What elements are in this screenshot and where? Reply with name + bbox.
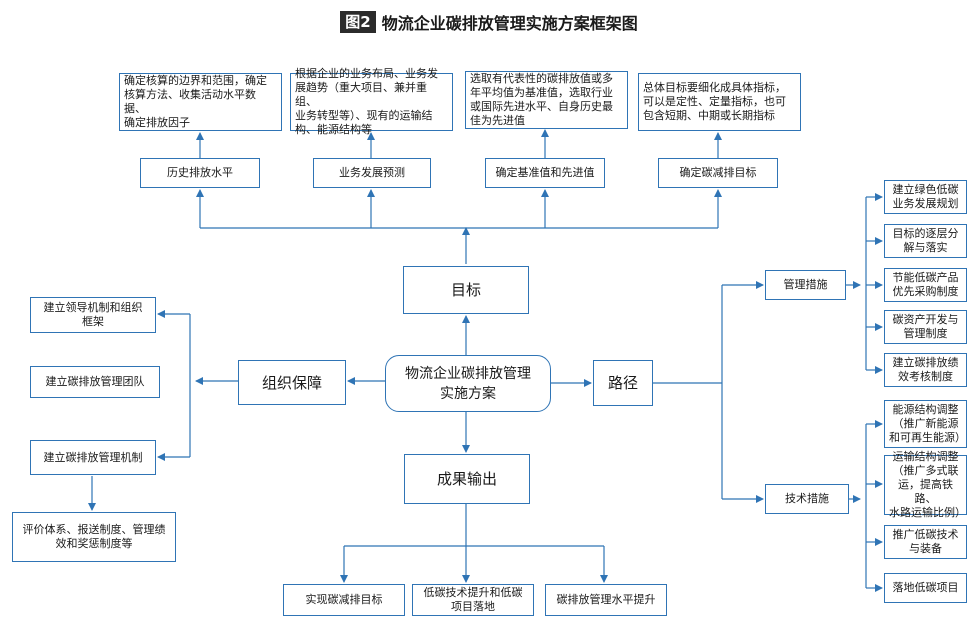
org-item-leadership: 建立领导机制和组织 框架 xyxy=(30,297,156,333)
management-item-decompose: 目标的逐层分 解与落实 xyxy=(884,224,967,258)
technical-item-transport: 运输结构调整 （推广多式联 运，提高铁路、 水路运输比例） xyxy=(884,450,967,519)
goal-detail-history: 确定核算的边界和范围，确定 核算方法、收集活动水平数据、 确定排放因子 xyxy=(119,73,282,131)
management-item-assessment: 建立碳排放绩 效考核制度 xyxy=(884,353,967,387)
management-item-procurement: 节能低碳产品 优先采购制度 xyxy=(884,268,967,302)
figure-title: 图2 物流企业碳排放管理实施方案框架图 xyxy=(0,10,978,34)
goal-detail-target: 总体目标要细化成具体指标， 可以是定性、定量指标，也可 包含短期、中期或长期指标 xyxy=(638,73,801,131)
management-item-plan: 建立绿色低碳 业务发展规划 xyxy=(884,180,967,214)
goal-detail-business: 根据企业的业务布局、业务发 展趋势（重大项目、兼并重组、 业务转型等）、现有的运… xyxy=(290,67,453,136)
org-item-team: 建立碳排放管理团队 xyxy=(30,366,160,398)
figure-number-badge: 图2 xyxy=(340,11,376,33)
output-box: 成果输出 xyxy=(404,454,530,504)
output-item-target: 实现碳减排目标 xyxy=(283,584,405,616)
org-item-mechanism: 建立碳排放管理机制 xyxy=(30,440,156,475)
technical-item-project: 落地低碳项目 xyxy=(884,573,967,603)
org-mechanism-detail: 评价体系、报送制度、管理绩 效和奖惩制度等 xyxy=(12,512,176,562)
technical-item-energy: 能源结构调整 （推广新能源 和可再生能源） xyxy=(884,400,967,448)
management-item-carbon-asset: 碳资产开发与 管理制度 xyxy=(884,310,967,344)
goal-factor-business: 业务发展预测 xyxy=(313,158,431,188)
goal-box: 目标 xyxy=(403,266,529,314)
org-guarantee-box: 组织保障 xyxy=(238,360,346,405)
goal-detail-baseline: 选取有代表性的碳排放值或多 年平均值为基准值，选取行业 或国际先进水平、自身历史… xyxy=(465,71,628,129)
output-item-tech: 低碳技术提升和低碳 项目落地 xyxy=(412,584,534,616)
goal-factor-target: 确定碳减排目标 xyxy=(658,158,778,188)
management-measures-box: 管理措施 xyxy=(765,270,846,300)
output-item-level: 碳排放管理水平提升 xyxy=(545,584,667,616)
center-plan-box: 物流企业碳排放管理 实施方案 xyxy=(385,355,551,412)
goal-factor-baseline: 确定基准值和先进值 xyxy=(485,158,605,188)
technical-item-lowcarbon-tech: 推广低碳技术 与装备 xyxy=(884,525,967,559)
technical-measures-box: 技术措施 xyxy=(765,484,849,514)
path-box: 路径 xyxy=(593,360,653,406)
goal-factor-history: 历史排放水平 xyxy=(140,158,260,188)
figure-title-text: 物流企业碳排放管理实施方案框架图 xyxy=(381,14,638,33)
